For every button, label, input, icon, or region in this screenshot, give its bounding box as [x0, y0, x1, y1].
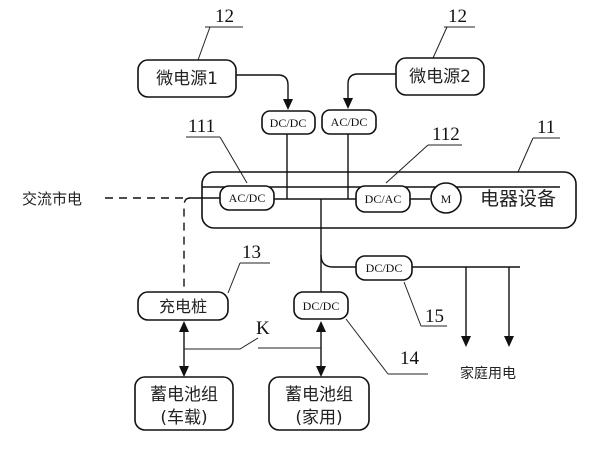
arrow-up-icon — [316, 321, 326, 332]
battery-vehicle-sublabel: (车载) — [160, 408, 207, 428]
ac-mains-label: 交流市电 — [22, 190, 82, 208]
dcdc-top-box — [261, 110, 316, 135]
leader-line — [197, 26, 211, 61]
switch-k-label: K — [256, 318, 270, 339]
ref-label-14: 14 — [400, 348, 420, 369]
ref-14: 14 — [345, 318, 428, 375]
micro-source-2-box — [395, 57, 485, 96]
ref-label-11: 11 — [537, 117, 555, 138]
ref-label-12-left: 12 — [215, 6, 234, 27]
battery-vehicle-box — [134, 376, 234, 431]
arrow-up-icon — [179, 321, 189, 332]
switch-k: K — [184, 318, 321, 350]
battery-home-box — [268, 376, 370, 431]
ref-12-left: 12 — [197, 6, 243, 61]
acdc-top-label: AC/DC — [331, 115, 368, 129]
leader-line — [517, 137, 534, 173]
arrow-down-icon — [283, 99, 293, 110]
ref-112: 112 — [385, 124, 462, 184]
arrow-down-icon — [179, 366, 189, 377]
source1-to-dcdc-line — [236, 74, 289, 100]
battery-vehicle-label: 蓄电池组 — [150, 385, 218, 405]
micro-source-1-label: 微电源1 — [156, 69, 218, 89]
leader-line — [219, 136, 248, 184]
motor-icon — [430, 182, 462, 214]
dcdc-top-label: DC/DC — [270, 116, 307, 130]
ref-label-13: 13 — [242, 242, 261, 263]
micro-source-1-box — [137, 59, 237, 98]
arrow-down-icon — [316, 366, 326, 377]
battery-home-sublabel: (家用) — [295, 408, 342, 428]
ref-11: 11 — [517, 117, 560, 173]
ref-111: 111 — [186, 116, 248, 184]
arrow-down-icon — [504, 336, 514, 347]
dcac-112-label: DC/AC — [365, 192, 402, 206]
ref-label-12-right: 12 — [448, 6, 467, 27]
dcdc-14-label: DC/DC — [303, 299, 340, 313]
appliance-frame — [201, 171, 577, 229]
ref-15: 15 — [403, 281, 447, 327]
motor-label: M — [441, 192, 452, 206]
mains-to-charger-dashed — [183, 197, 191, 292]
dcdc-15-box — [355, 255, 413, 281]
micro-source-2-label: 微电源2 — [409, 67, 471, 87]
household-label: 家庭用电 — [460, 365, 516, 382]
leader-line — [403, 281, 422, 327]
trunk-to-dcdc15 — [320, 254, 356, 268]
leader-line — [432, 26, 448, 59]
ref-label-15: 15 — [425, 306, 444, 327]
dcac-112-box — [355, 185, 411, 213]
ref-12-right: 12 — [432, 6, 475, 59]
ref-13: 13 — [227, 242, 270, 294]
arrow-down-icon — [343, 98, 353, 109]
switch-k-lever — [184, 337, 259, 350]
source2-to-acdc-line — [347, 73, 396, 99]
appliance-label: 电器设备 — [480, 188, 556, 210]
acdc-top-box — [321, 109, 377, 135]
leader-line — [385, 144, 429, 184]
arrow-down-icon — [461, 336, 471, 347]
leader-line — [227, 262, 241, 294]
dcdc-14-box — [293, 291, 349, 320]
charging-pile-box — [137, 291, 229, 321]
acdc-111-label: AC/DC — [229, 191, 266, 205]
leader-line — [345, 318, 389, 375]
battery-home-label: 蓄电池组 — [285, 385, 353, 405]
dcdc-15-label: DC/DC — [366, 261, 403, 275]
ref-label-111: 111 — [188, 116, 215, 137]
charging-pile-label: 充电桩 — [159, 297, 207, 316]
ref-label-112: 112 — [432, 124, 460, 145]
